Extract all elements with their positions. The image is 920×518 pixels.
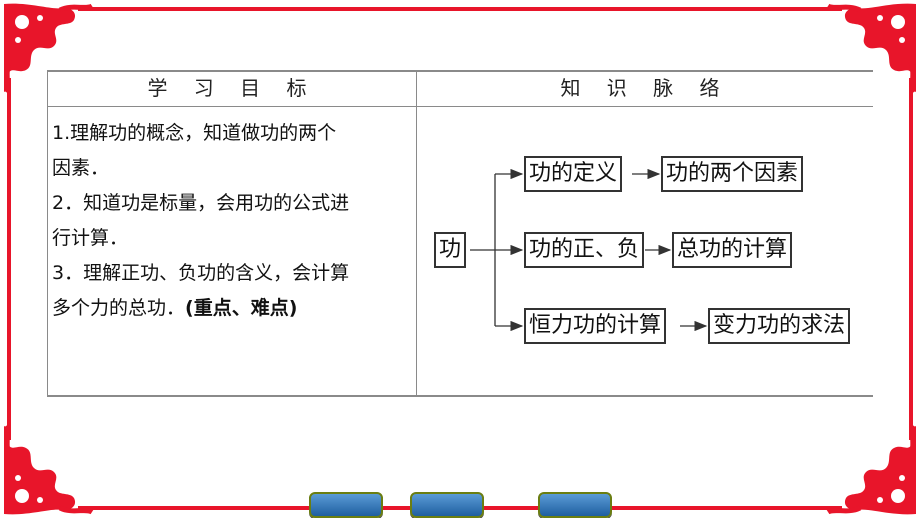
header-knowledge-map: 知 识 脉 络 — [560, 76, 730, 100]
learning-objectives-list: 1.理解功的概念，知道做功的两个 因素． 2．知道功是标量，会用功的公式进 行计… — [52, 116, 414, 326]
objective-2-line-1: 2．知道功是标量，会用功的公式进 — [52, 192, 350, 214]
corner-ornament-bottom-left — [0, 422, 96, 518]
nav-button-home[interactable] — [410, 492, 484, 518]
table-top-rule — [47, 70, 873, 72]
frame-left-border — [7, 78, 11, 440]
objective-3-line-1: 3．理解正功、负功的含义，会计算 — [52, 262, 350, 284]
objective-3-line-2: 多个力的总功．(重点、难点) — [52, 291, 414, 326]
map-box-positive-negative: 功的正、负 — [524, 232, 645, 268]
map-box-constant-force-work: 恒力功的计算 — [524, 308, 667, 344]
objective-1-line-1: 1.理解功的概念，知道做功的两个 — [52, 122, 337, 144]
objective-1-line-2: 因素． — [52, 157, 110, 179]
map-box-total-work: 总功的计算 — [672, 232, 793, 268]
table-column-divider — [416, 70, 417, 397]
map-box-two-factors: 功的两个因素 — [661, 156, 804, 192]
objective-3-text: 多个力的总功． — [52, 297, 186, 319]
map-box-variable-force-work: 变力功的求法 — [708, 308, 851, 344]
map-box-work-definition: 功的定义 — [524, 156, 623, 192]
header-learning-objectives: 学 习 目 标 — [147, 76, 317, 100]
corner-ornament-top-left — [0, 0, 96, 96]
table-bottom-rule — [47, 395, 873, 397]
objective-3-emphasis: (重点、难点) — [185, 297, 298, 319]
table-left-rule — [47, 70, 48, 397]
map-root-box: 功 — [434, 232, 467, 268]
nav-button-next[interactable] — [538, 492, 612, 518]
nav-button-previous[interactable] — [309, 492, 383, 518]
objective-2-line-2: 行计算． — [52, 227, 129, 249]
corner-ornament-top-right — [824, 0, 920, 96]
frame-right-border — [909, 78, 913, 440]
frame-top-border — [78, 7, 842, 11]
corner-ornament-bottom-right — [824, 422, 920, 518]
table-header-rule — [47, 106, 873, 107]
